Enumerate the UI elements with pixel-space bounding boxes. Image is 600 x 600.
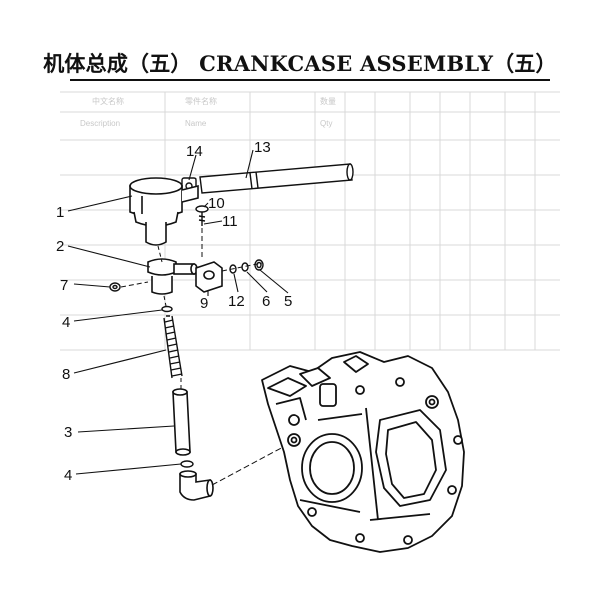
watermark-header-3: Description: [80, 119, 120, 128]
callout-3: 3: [64, 424, 72, 441]
callout-11: 11: [222, 213, 238, 230]
callout-13: 13: [254, 139, 271, 156]
leader-bolt-axis: [221, 262, 263, 272]
part-5-nut: [254, 259, 264, 271]
part-10-screw: [195, 205, 209, 226]
watermark-header-4: Name: [185, 119, 207, 128]
part-2-tee: [147, 258, 198, 295]
page-title: 机体总成（五） CRANKCASE ASSEMBLY（五）: [43, 51, 557, 76]
elbow-fitting: [179, 470, 214, 501]
part-4-clip-upper: [161, 305, 173, 313]
watermark-header-2: 零件名称: [185, 96, 217, 106]
part-8-spring-hose: [163, 315, 183, 379]
leader-stack-axis-1: [157, 245, 163, 263]
watermark-table: [60, 91, 560, 351]
callout-4-lower: 4: [64, 467, 72, 484]
part-7-ring: [109, 282, 121, 292]
leader-stack-axis-2: [163, 295, 167, 307]
callout-2: 2: [56, 238, 64, 255]
watermark-header-5: 数量: [320, 96, 336, 106]
callout-14: 14: [186, 143, 203, 160]
callout-12: 12: [228, 293, 245, 310]
callout-1: 1: [56, 204, 64, 221]
callout-6: 6: [262, 293, 270, 310]
callout-10: 10: [208, 195, 225, 212]
part-6-washer: [241, 262, 249, 272]
leader-lines: [67, 149, 289, 475]
watermark-header-1: 中文名称: [92, 96, 124, 106]
callout-8: 8: [62, 366, 70, 383]
leader-ring-axis: [120, 281, 149, 288]
callout-7: 7: [60, 277, 68, 294]
watermark-header-6: Qty: [320, 119, 332, 128]
part-4-clip-lower: [180, 460, 194, 468]
callout-5: 5: [284, 293, 292, 310]
part-3-tube: [172, 388, 191, 456]
callout-9: 9: [200, 295, 208, 312]
title-underline: [70, 79, 550, 81]
part-1-breather: [129, 177, 199, 246]
part-9-clamp: [195, 261, 223, 293]
callout-4-upper: 4: [62, 314, 70, 331]
part-13-pipe: [192, 163, 354, 195]
crankcase-housing: [261, 351, 465, 553]
